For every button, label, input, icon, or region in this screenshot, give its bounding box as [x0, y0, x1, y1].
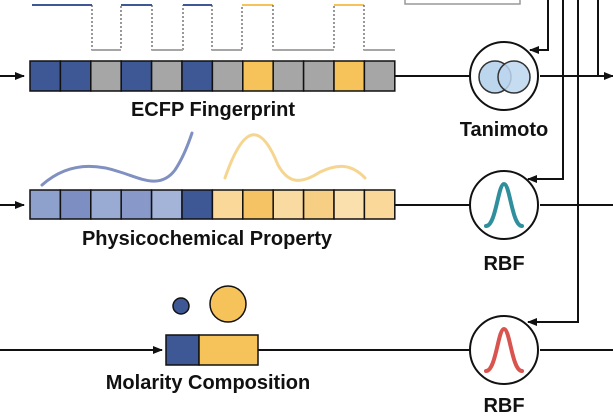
- rbf-1-gaussian-curve: [484, 181, 524, 228]
- molarity-composition-vector: [165, 334, 259, 366]
- physchem-curves: [40, 131, 367, 187]
- physchem-cell-10: [333, 189, 366, 220]
- molarity-cell-1: [198, 334, 259, 366]
- physchem-cell-6: [211, 189, 244, 220]
- molarity-cell-0: [165, 334, 200, 366]
- ecfp-bit-5: [181, 60, 214, 92]
- rbf-node-1: [469, 170, 539, 240]
- physchem-cell-7: [242, 189, 274, 220]
- physchem-cell-3: [120, 189, 153, 220]
- input-arrows: [0, 72, 163, 354]
- physchem-cell-0: [29, 189, 62, 220]
- tanimoto-label: Tanimoto: [460, 119, 549, 141]
- feedback-line-tanimoto: [529, 0, 549, 54]
- ecfp-bit-10: [333, 60, 366, 92]
- rbf-2-label: RBF: [483, 395, 524, 417]
- physchem-cell-5: [181, 189, 214, 220]
- ecfp-bit-9: [302, 60, 335, 92]
- molarity-small-circle: [172, 297, 190, 315]
- molarity-label: Molarity Composition: [106, 372, 310, 394]
- physchem-property-vector: [29, 189, 396, 220]
- tanimoto-set-b: [497, 60, 531, 94]
- ecfp-bit-8: [272, 60, 305, 92]
- physchem-cell-8: [272, 189, 305, 220]
- physchem-cell-9: [302, 189, 335, 220]
- ecfp-bit-2: [90, 60, 122, 92]
- ecfp-bit-6: [211, 60, 244, 92]
- ecfp-bit-0: [29, 60, 62, 92]
- ecfp-bit-vector: [29, 60, 396, 92]
- top-partial-box: [404, 0, 521, 5]
- physchem-label: Physicochemical Property: [82, 228, 333, 250]
- rbf-2-gaussian-curve: [484, 326, 524, 373]
- ecfp-bit-4: [150, 60, 183, 92]
- ecfp-bit-11: [363, 60, 396, 92]
- feedback-line-rbf2: [527, 0, 579, 326]
- tanimoto-node: [469, 41, 539, 111]
- physchem-cell-2: [90, 189, 122, 220]
- physchem-cell-1: [59, 189, 92, 220]
- ecfp-label: ECFP Fingerprint: [131, 99, 295, 121]
- rbf-1-label: RBF: [483, 253, 524, 275]
- physchem-cell-4: [150, 189, 183, 220]
- ecfp-bit-3: [120, 60, 153, 92]
- rbf-node-2: [469, 315, 539, 385]
- ecfp-bit-7: [242, 60, 274, 92]
- molarity-large-circle: [209, 285, 247, 323]
- feedback-line-rbf1: [527, 0, 564, 183]
- bit-waveform: [32, 4, 395, 51]
- physchem-cell-11: [363, 189, 396, 220]
- ecfp-bit-1: [59, 60, 92, 92]
